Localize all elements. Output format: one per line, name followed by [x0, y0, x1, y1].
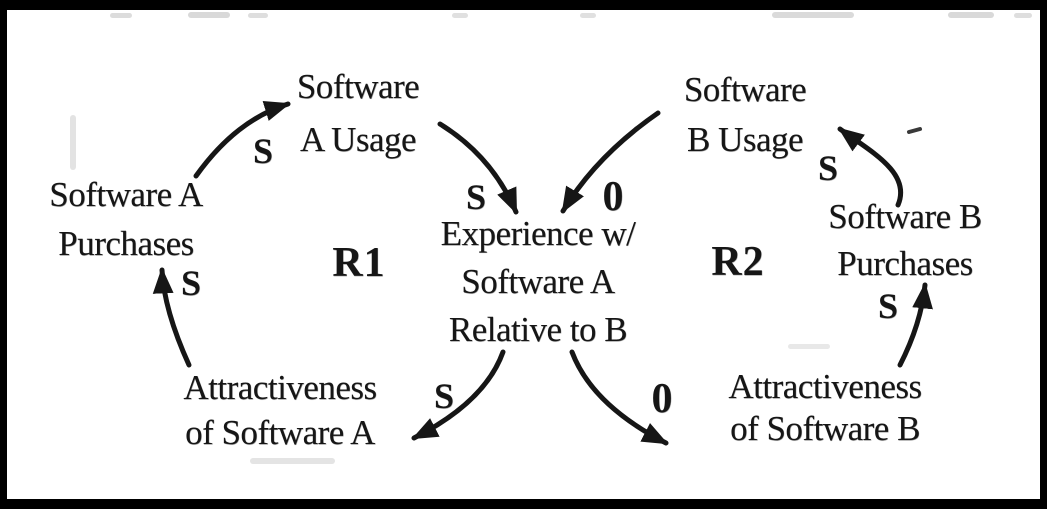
scan-artifact — [70, 115, 76, 170]
node-line: Software — [296, 67, 420, 106]
node-line: Purchases — [837, 244, 973, 283]
arrow-attractiveness-a-to-a-purchases — [152, 267, 192, 368]
node-line: Software A — [461, 262, 615, 301]
node-line: Software A — [49, 175, 203, 214]
link-label-experience-to-attractiveness-a: S — [433, 376, 455, 416]
scan-artifact — [250, 458, 335, 464]
arrow-b-usage-to-experience — [560, 110, 661, 214]
link-label-b-purchases-to-b-usage: S — [817, 148, 839, 188]
scan-artifact — [948, 12, 994, 18]
node-software-a-purchases: Software A Purchases — [49, 170, 203, 268]
link-label-a-purchases-to-a-usage: S — [252, 131, 274, 171]
node-software-a-usage: Software A Usage — [296, 60, 420, 166]
node-line: A Usage — [299, 120, 417, 159]
scan-artifact — [580, 13, 596, 18]
arrow-experience-to-attractiveness-a — [411, 349, 506, 441]
scan-artifact — [452, 13, 468, 18]
figure-border-top — [0, 0, 1047, 10]
figure-border-right — [1040, 0, 1047, 509]
link-label-attractiveness-b-to-b-purchases: S — [877, 286, 899, 326]
loop-label-r2: R2 — [711, 239, 765, 285]
node-experience-relative: Experience w/ Software A Relative to B — [441, 210, 636, 354]
scan-artifact — [772, 12, 854, 18]
scan-artifact — [1014, 13, 1032, 18]
stray-ink-mark — [907, 127, 922, 134]
node-line: Attractiveness — [183, 368, 377, 407]
link-label-experience-to-attractiveness-b: 0 — [651, 376, 673, 422]
figure-border-left — [0, 0, 7, 509]
loop-label-r1: R1 — [332, 240, 386, 286]
link-label-b-usage-to-experience: 0 — [602, 174, 624, 220]
node-line: Software — [683, 70, 807, 109]
node-line: Attractiveness — [728, 367, 922, 406]
link-label-attractiveness-a-to-a-purchases: S — [180, 263, 202, 303]
scan-artifact — [248, 13, 268, 18]
node-attractiveness-a: Attractiveness of Software A — [183, 365, 377, 455]
node-software-b-usage: Software B Usage — [683, 65, 807, 165]
node-line: Relative to B — [448, 310, 628, 349]
node-line: Purchases — [58, 224, 194, 263]
arrow-attractiveness-b-to-b-purchases — [897, 282, 933, 368]
figure-border-bottom — [0, 499, 1047, 509]
scan-artifact — [788, 344, 830, 349]
arrow-a-purchases-to-a-usage — [193, 100, 291, 179]
node-software-b-purchases: Software B Purchases — [828, 193, 982, 287]
node-line: Software B — [828, 197, 982, 236]
arrow-a-usage-to-experience — [437, 121, 519, 215]
node-attractiveness-b: Attractiveness of Software B — [728, 366, 922, 450]
scan-artifact — [188, 12, 230, 18]
node-line: of Software A — [185, 413, 375, 452]
node-line: Experience w/ — [440, 214, 636, 253]
arrow-b-purchases-to-b-usage — [837, 126, 903, 208]
node-line: B Usage — [686, 120, 804, 159]
arrow-experience-to-attractiveness-b — [569, 349, 669, 446]
scan-artifact — [110, 13, 132, 18]
node-line: of Software B — [730, 409, 920, 448]
link-label-a-usage-to-experience: S — [465, 177, 487, 217]
